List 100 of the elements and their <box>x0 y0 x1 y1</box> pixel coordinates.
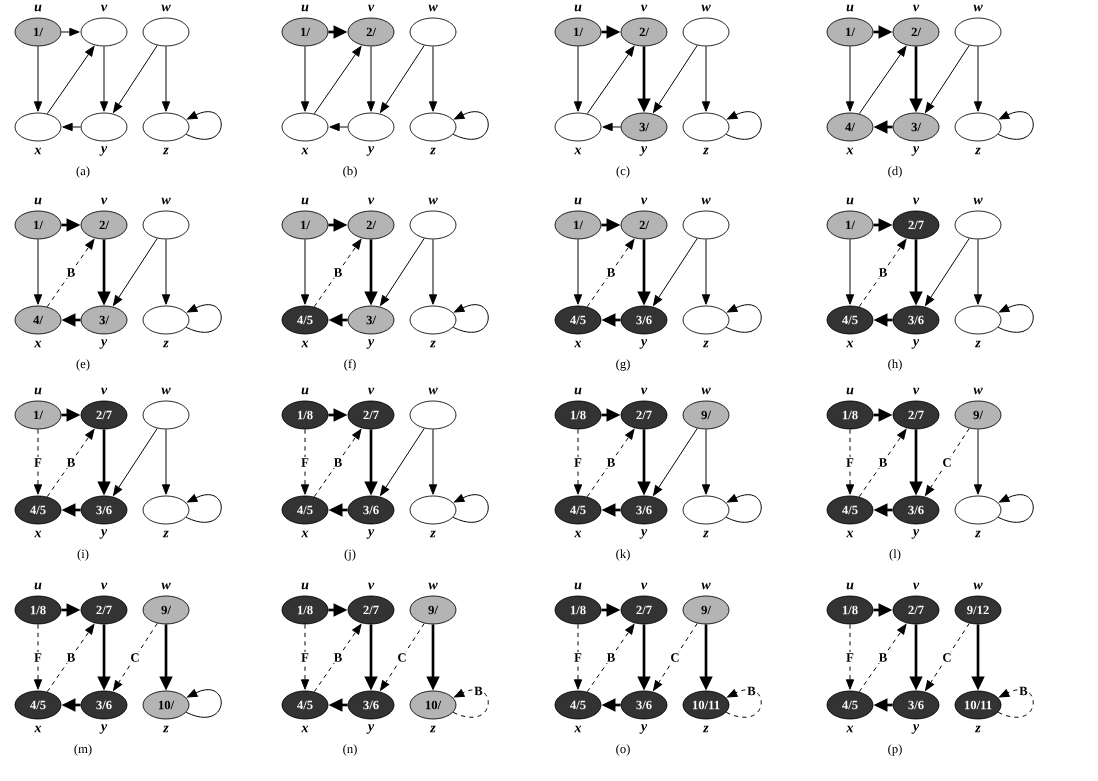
arrow <box>300 238 310 305</box>
vertex-name: u <box>34 197 42 205</box>
arrow <box>925 44 970 113</box>
vertex-name: v <box>641 387 648 395</box>
panel-caption: (f) <box>344 359 356 371</box>
vertex-name: v <box>368 4 375 12</box>
vertex-name: w <box>161 197 171 205</box>
arrow <box>33 45 43 112</box>
arrow <box>161 238 171 305</box>
edge-label: F <box>844 651 856 664</box>
vertex-ellipse <box>554 112 602 142</box>
vertex-name: w <box>973 582 983 590</box>
vertex-name: z <box>162 340 169 348</box>
edge-label: C <box>941 456 953 469</box>
vertex-name: w <box>161 4 171 12</box>
edge-label: C <box>396 651 408 664</box>
vertex-name: x <box>34 725 42 733</box>
arrow <box>428 45 438 112</box>
vertex-ellipse <box>409 400 457 430</box>
panel-caption: (j) <box>344 549 356 561</box>
vertex-ellipse <box>80 17 128 47</box>
vertex-ellipse <box>142 305 190 335</box>
panel-caption: (p) <box>888 744 902 756</box>
edge-label: B <box>877 266 889 279</box>
vertex-name: v <box>641 582 648 590</box>
arrow <box>973 45 983 112</box>
arrow <box>973 238 983 305</box>
arrow <box>858 45 907 115</box>
vertex-name: v <box>101 387 108 395</box>
edge-label: F <box>299 456 311 469</box>
vertex-ellipse <box>14 112 62 142</box>
vertex-name: y <box>639 529 648 539</box>
arrow <box>428 238 438 305</box>
arrow <box>380 237 425 306</box>
vertex-name: y <box>639 146 648 156</box>
dashed-arrow <box>313 623 362 693</box>
panel-caption: (i) <box>77 549 89 561</box>
arrow <box>701 238 711 305</box>
dashed-arrow <box>845 428 855 495</box>
panel-caption: (n) <box>343 744 357 756</box>
arrow <box>62 122 82 132</box>
vertex-name: y <box>366 146 375 156</box>
arrow <box>428 428 438 495</box>
panel-caption: (b) <box>343 166 357 178</box>
vertex-name: x <box>34 530 42 538</box>
edge-label: F <box>299 651 311 664</box>
vertex-name: u <box>34 582 42 590</box>
arrow <box>701 45 711 112</box>
vertex-name: x <box>574 147 582 155</box>
arrow <box>653 427 698 496</box>
arrow <box>33 238 43 305</box>
vertex-ellipse <box>409 210 457 240</box>
vertex-name: y <box>911 146 920 156</box>
edge-label: B <box>1017 685 1030 697</box>
vertex-name: z <box>429 340 436 348</box>
dashed-arrow <box>313 238 362 308</box>
arrow <box>113 427 158 496</box>
vertex-name: y <box>99 724 108 734</box>
vertex-ellipse <box>142 400 190 430</box>
vertex-ellipse <box>142 17 190 47</box>
vertex-name: y <box>366 529 375 539</box>
edge-label: B <box>605 651 617 664</box>
arrow <box>845 238 855 305</box>
vertex-name: w <box>701 582 711 590</box>
panel-caption: (c) <box>616 166 630 178</box>
vertex-name: x <box>574 530 582 538</box>
vertex-name: z <box>702 340 709 348</box>
vertex-ellipse <box>409 17 457 47</box>
edge-label: B <box>877 456 889 469</box>
vertex-name: u <box>301 4 309 12</box>
vertex-name: v <box>913 582 920 590</box>
loop-arrow <box>997 494 1034 523</box>
edge-label: F <box>572 456 584 469</box>
edge-label: B <box>332 456 344 469</box>
arrow <box>653 44 698 113</box>
edge-label: F <box>572 651 584 664</box>
loop-arrow <box>452 494 489 523</box>
vertex-ellipse <box>409 112 457 142</box>
vertex-name: x <box>574 340 582 348</box>
vertex-name: y <box>639 724 648 734</box>
edge-label: C <box>129 651 141 664</box>
vertex-name: z <box>702 147 709 155</box>
vertex-ellipse <box>682 305 730 335</box>
edge-label: B <box>605 456 617 469</box>
dashed-arrow <box>586 238 635 308</box>
vertex-name: u <box>301 582 309 590</box>
vertex-name: w <box>428 4 438 12</box>
arrow <box>329 122 349 132</box>
vertex-name: z <box>162 147 169 155</box>
dashed-arrow <box>925 427 970 496</box>
vertex-ellipse <box>954 495 1002 525</box>
vertex-ellipse <box>80 112 128 142</box>
dashed-arrow <box>46 623 95 693</box>
vertex-name: u <box>574 197 582 205</box>
edge-label: F <box>32 651 44 664</box>
vertex-name: z <box>702 530 709 538</box>
dashed-arrow <box>573 623 583 690</box>
dashed-arrow <box>313 428 362 498</box>
vertex-ellipse <box>409 305 457 335</box>
vertex-name: v <box>368 582 375 590</box>
